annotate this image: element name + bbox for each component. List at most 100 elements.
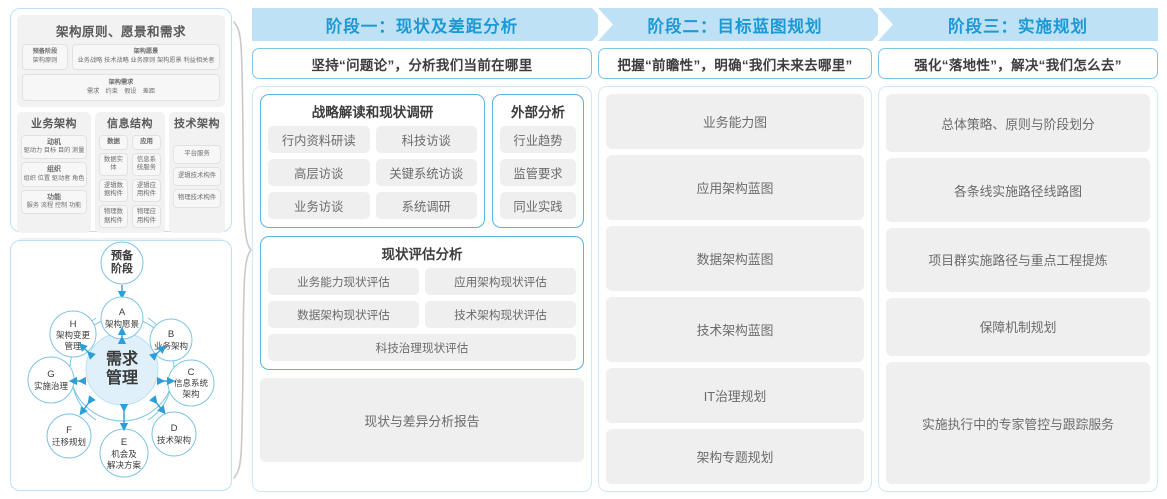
information-structure-column: 信息结构 数据 数据实体 逻辑数据构件 物理数据构件 应用 信息系统服务 逻辑应… [95, 111, 165, 234]
prelim-phase-sub: 架构原则 [32, 56, 58, 64]
phase-2-header: 阶段二：目标蓝图规划 [598, 8, 872, 41]
vision-section: 架构原则、愿景和需求 预备阶段 架构原则 架构愿景 业务战略 技术战略 业务原则… [17, 15, 225, 107]
info-app-physical: 物理应用构件 [132, 205, 161, 229]
chip-peer-practice[interactable]: 同业实践 [500, 192, 576, 219]
phase-3-header: 阶段三：实施规划 [878, 8, 1158, 41]
chip-system-survey[interactable]: 系统调研 [375, 192, 477, 219]
adm-prelim-circle [100, 241, 144, 285]
p3-item-assurance-mechanism[interactable]: 保障机制规划 [886, 297, 1150, 356]
adm-node-f-key: F [66, 425, 72, 436]
adm-cycle-diagram: 需求 管理 预备 阶段 A 架构愿景 B 业务架构 C 信息系统 架构 [27, 241, 215, 478]
info-data-logical: 逻辑数据构件 [99, 178, 128, 203]
togaf-framework-panel: 架构原则、愿景和需求 预备阶段 架构原则 架构愿景 业务战略 技术战略 业务原则… [10, 8, 232, 284]
p3-item-expert-tracking[interactable]: 实施执行中的专家管控与跟踪服务 [886, 362, 1150, 484]
chip-key-system-interview[interactable]: 关键系统访谈 [375, 159, 477, 186]
adm-node-g-label: 实施治理 [34, 381, 69, 391]
adm-node-b-label: 业务架构 [154, 341, 188, 351]
architecture-columns: 业务架构 动机 驱动力 目标 目的 测量 组织 组织 位置 驱动者 角色 功能 [17, 111, 225, 234]
arch-vision-title: 架构愿景 [133, 48, 159, 55]
prelim-phase-title: 预备阶段 [32, 48, 58, 55]
arch-vision-cell: 架构愿景 业务战略 技术战略 业务原则 架构愿景 利益相关者 [72, 44, 220, 70]
prelim-phase-cell: 预备阶段 架构原则 [22, 44, 68, 70]
adm-node-c-key: C [188, 367, 195, 378]
vision-section-title: 架构原则、愿景和需求 [55, 25, 186, 39]
gap-analysis-report-card[interactable]: 现状与差异分析报告 [260, 378, 584, 462]
info-app-service: 信息系统服务 [132, 152, 161, 176]
info-data-physical: 物理数据构件 [99, 205, 128, 229]
p3-item-program-path[interactable]: 项目群实施路径与重点工程提炼 [886, 228, 1150, 292]
research-box-title: 战略解读和现状调研 [311, 105, 434, 120]
phase-2-subtitle: 把握“前瞻性”，明确“我们未来去哪里” [598, 48, 872, 79]
adm-node-e-key: E [121, 437, 127, 448]
biz-cell-organization-title: 组织 [47, 166, 61, 174]
adm-center-line2: 管理 [106, 368, 138, 387]
p2-item-it-governance[interactable]: IT治理规划 [606, 367, 864, 423]
adm-prelim-line1: 预备 [111, 248, 134, 262]
phase-1-body: 战略解读和现状调研 行内资料研读 科技访谈 高层访谈 关键系统访谈 业务访谈 系… [252, 86, 592, 492]
adm-prelim-line2: 阶段 [111, 261, 133, 275]
technology-architecture-column: 技术架构 平台服务 逻辑技术构件 物理技术构件 [169, 111, 225, 234]
chip-assess-technology[interactable]: 技术架构现状评估 [425, 301, 576, 328]
biz-cell-function-title: 功能 [47, 193, 61, 201]
left-column: 架构原则、愿景和需求 预备阶段 架构原则 架构愿景 业务战略 技术战略 业务原则… [10, 8, 232, 491]
external-analysis-box: 外部分析 行业趋势 监管要求 同业实践 [492, 94, 584, 228]
adm-node-a-key: A [119, 307, 126, 318]
assessment-box: 现状评估分析 业务能力现状评估 应用架构现状评估 数据架构现状评估 技术架构现状… [260, 236, 584, 370]
p3-item-overall-strategy[interactable]: 总体策略、原则与阶段划分 [886, 94, 1150, 153]
adm-node-b-key: B [168, 329, 174, 340]
biz-cell-organization-sub: 组织 位置 驱动者 角色 [23, 174, 85, 182]
chip-assess-data[interactable]: 数据架构现状评估 [268, 301, 419, 328]
chip-business-interview[interactable]: 业务访谈 [268, 192, 370, 219]
assessment-box-title: 现状评估分析 [381, 247, 463, 262]
research-box: 战略解读和现状调研 行内资料研读 科技访谈 高层访谈 关键系统访谈 业务访谈 系… [260, 94, 485, 228]
biz-cell-function-sub: 服务 流程 控制 功能 [26, 202, 82, 210]
arch-requirement-cell: 架构需求 需求 约束 假设 差距 [22, 73, 220, 101]
grouping-brace [233, 21, 253, 479]
chip-assess-application[interactable]: 应用架构现状评估 [425, 268, 576, 295]
adm-node-c-label2: 架构 [182, 389, 199, 399]
phase-3-subtitle: 强化“落地性”，解决“我们怎么去” [878, 48, 1158, 79]
external-analysis-title: 外部分析 [511, 105, 565, 120]
adm-node-h-label1: 架构变更 [56, 330, 91, 340]
adm-node-h-key: H [70, 319, 77, 330]
business-architecture-title: 业务架构 [31, 117, 77, 130]
adm-node-e-label1: 机会及 [111, 449, 137, 459]
chip-exec-interview[interactable]: 高层访谈 [268, 159, 370, 186]
adm-node-d-key: D [171, 423, 178, 434]
tech-cell-physical: 物理技术构件 [173, 188, 221, 208]
arch-vision-sub: 业务战略 技术战略 业务原则 架构愿景 利益相关者 [77, 56, 215, 64]
info-app-head: 应用 [132, 134, 161, 150]
p2-item-data-blueprint[interactable]: 数据架构蓝图 [606, 226, 864, 291]
chip-assess-business[interactable]: 业务能力现状评估 [268, 268, 419, 295]
p2-item-business-capability[interactable]: 业务能力图 [606, 94, 864, 150]
phase-1-subtitle: 坚持“问题论”，分析我们当前在哪里 [252, 48, 592, 79]
phase-2: 阶段二：目标蓝图规划 把握“前瞻性”，明确“我们未来去哪里” 业务能力图 应用架… [598, 8, 872, 492]
biz-cell-motivation-title: 动机 [47, 138, 61, 146]
chip-assess-governance[interactable]: 科技治理现状评估 [268, 334, 576, 361]
biz-cell-motivation-sub: 驱动力 目标 目的 测量 [23, 147, 85, 155]
adm-node-g-key: G [47, 369, 54, 380]
info-data-head: 数据 [99, 134, 128, 150]
chip-internal-docs[interactable]: 行内资料研读 [268, 126, 370, 153]
chip-industry-trend[interactable]: 行业趋势 [500, 126, 576, 153]
phase-1-header: 阶段一：现状及差距分析 [252, 8, 592, 41]
adm-center-line1: 需求 [106, 349, 139, 368]
adm-node-e-label2: 解决方案 [107, 460, 142, 470]
technology-architecture-title: 技术架构 [174, 117, 220, 130]
p2-item-technology-blueprint[interactable]: 技术架构蓝图 [606, 296, 864, 362]
p3-item-line-roadmap[interactable]: 各条线实施路径线路图 [886, 158, 1150, 222]
info-data-entity: 数据实体 [99, 152, 128, 176]
business-architecture-column: 业务架构 动机 驱动力 目标 目的 测量 组织 组织 位置 驱动者 角色 功能 [17, 111, 91, 234]
chip-regulatory[interactable]: 监管要求 [500, 159, 576, 186]
adm-node-h-label2: 管理 [64, 341, 82, 351]
phase-1: 阶段一：现状及差距分析 坚持“问题论”，分析我们当前在哪里 战略解读和现状调研 … [252, 8, 592, 492]
phase-2-body: 业务能力图 应用架构蓝图 数据架构蓝图 技术架构蓝图 IT治理规划 架构专题规划 [598, 86, 872, 492]
biz-cell-organization: 组织 组织 位置 驱动者 角色 [21, 162, 87, 187]
arch-requirement-sub: 需求 约束 假设 差距 [86, 88, 156, 96]
adm-cycle-panel: 需求 管理 预备 阶段 A 架构愿景 B 业务架构 C 信息系统 架构 [10, 240, 232, 491]
p2-item-architecture-topics[interactable]: 架构专题规划 [606, 428, 864, 484]
p2-item-application-blueprint[interactable]: 应用架构蓝图 [606, 155, 864, 220]
chip-tech-interview[interactable]: 科技访谈 [375, 126, 477, 153]
adm-node-d-label: 技术架构 [157, 435, 191, 445]
